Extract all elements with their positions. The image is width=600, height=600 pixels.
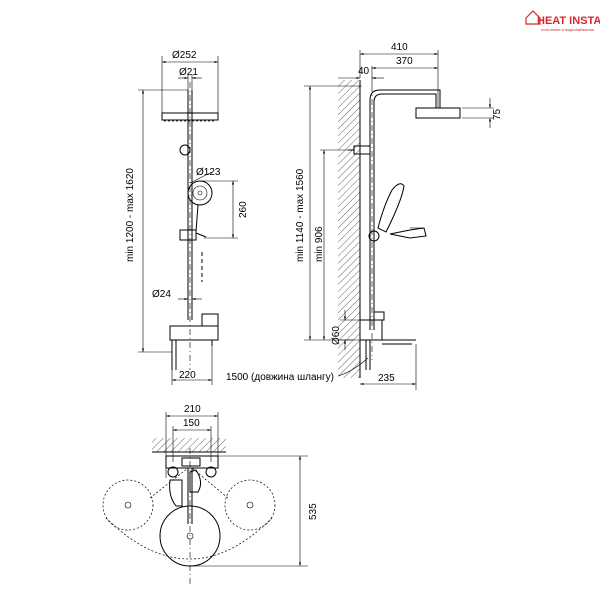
swing-circle-left: [102, 479, 154, 531]
side-hand-shower: [377, 183, 405, 233]
side-view: 410 370 40 75 min 1140 - max 1560 m: [226, 42, 503, 390]
logo-name: HEAT INSTALL: [537, 15, 600, 27]
inlet-diameter-label: Ø60: [331, 326, 342, 345]
pipe-diameter-label: Ø21: [179, 67, 198, 78]
total-reach-label: 410: [391, 42, 408, 53]
bar-diameter-label: Ø24: [152, 289, 171, 300]
hose-note-label: 1500 (довжина шлангу): [226, 372, 334, 383]
logo: HEAT INSTALL отопление и водоснабжение: [525, 10, 600, 32]
arm-reach-label: 370: [396, 56, 413, 67]
side-min-height-label: min 906: [314, 226, 325, 262]
side-mixer: [359, 319, 383, 341]
hand-shower-height-label: 260: [238, 201, 249, 218]
spout-reach-label: 235: [378, 373, 395, 384]
swing-circle-right: [224, 479, 276, 531]
diverter-knob: [179, 144, 191, 156]
wall-offset-label: 40: [358, 66, 370, 77]
hand-shower-diameter-label: Ø123: [196, 167, 221, 178]
side-riser-arm: [369, 89, 441, 330]
inlet-spacing-label: 150: [183, 418, 200, 429]
front-mixer: [169, 325, 219, 341]
side-slider: [368, 230, 380, 242]
logo-tagline: отопление и водоснабжение: [541, 27, 595, 32]
side-height-label: min 1140 - max 1560: [295, 168, 306, 262]
slide-holder: [179, 229, 197, 241]
head-diameter-label: Ø252: [172, 50, 197, 61]
head-thickness-label: 75: [492, 108, 503, 120]
mixer-width-label: 220: [179, 370, 196, 381]
top-wall: [152, 438, 226, 452]
house-icon: [525, 10, 541, 25]
front-shower-head: [161, 112, 219, 121]
top-view: 210 150 535: [102, 404, 319, 586]
top-depth-label: 535: [308, 503, 319, 520]
front-view: Ø252 Ø21 260 Ø123 min: [125, 50, 249, 385]
overall-width-label: 210: [184, 404, 201, 415]
front-height-label: min 1200 - max 1620: [125, 168, 136, 262]
side-shower-head: [415, 107, 461, 119]
